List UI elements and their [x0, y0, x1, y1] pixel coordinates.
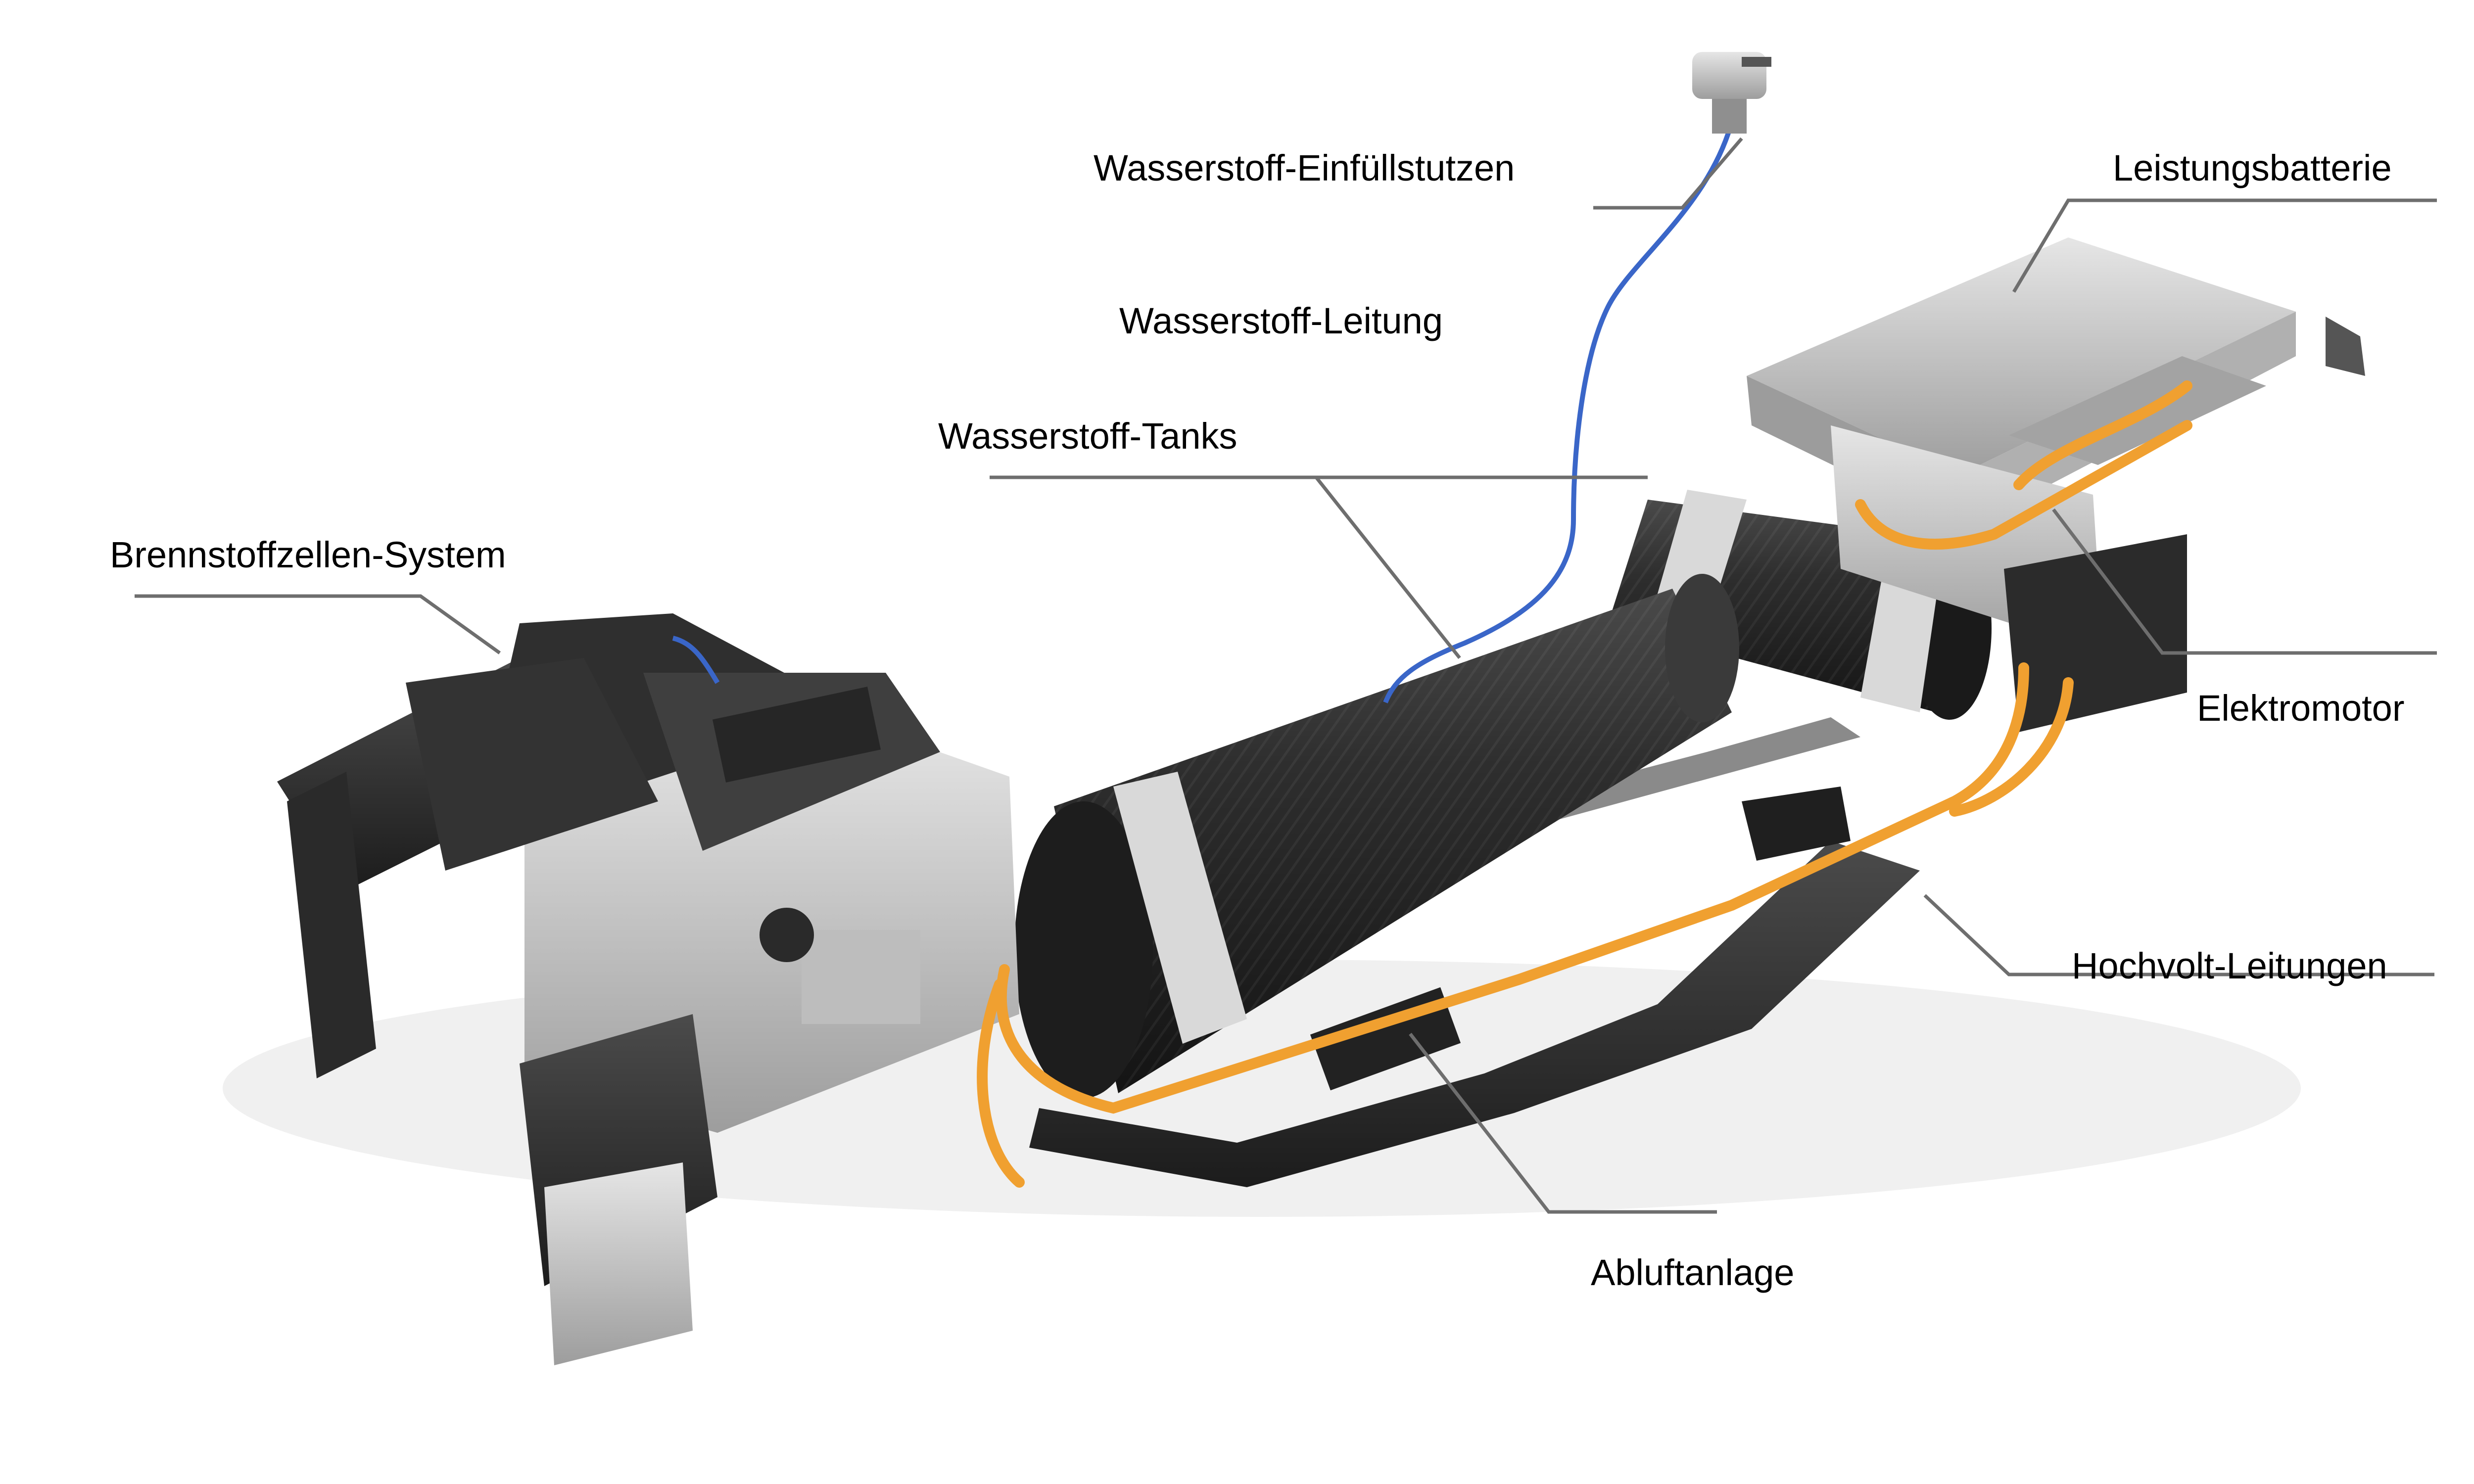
leader-hv-lines	[1923, 894, 2434, 976]
leader-fill-nozzle	[1593, 137, 1743, 210]
leader-tanks-branch	[1315, 476, 1461, 659]
label-exhaust: Abluftanlage	[1591, 1252, 1795, 1293]
power-electronics-block	[1747, 237, 2365, 732]
label-motor: Elektromotor	[2197, 688, 2405, 729]
label-hv-lines: Hochvolt-Leitungen	[2072, 945, 2387, 986]
hydrogen-line	[672, 98, 1739, 703]
label-fuel-cell: Brennstoffzellen-System	[110, 534, 506, 575]
leader-fuel-cell	[135, 594, 501, 654]
fuel-cell-system	[277, 613, 1019, 1365]
label-h2-line: Wasserstoff-Leitung	[1119, 300, 1443, 341]
leader-exhaust	[1409, 1032, 1717, 1214]
label-fill-nozzle: Wasserstoff-Einfüllstutzen	[1094, 147, 1515, 188]
leader-motor	[2052, 508, 2437, 655]
high-voltage-cables	[977, 380, 2192, 1188]
leader-lines	[135, 137, 2437, 1214]
label-battery: Leistungsbatterie	[2113, 147, 2392, 188]
hydrogen-tank-front	[1014, 574, 1739, 1098]
fill-nozzle	[1692, 52, 1771, 134]
label-h2-tanks: Wasserstoff-Tanks	[938, 416, 1237, 457]
leader-battery	[2012, 198, 2437, 293]
